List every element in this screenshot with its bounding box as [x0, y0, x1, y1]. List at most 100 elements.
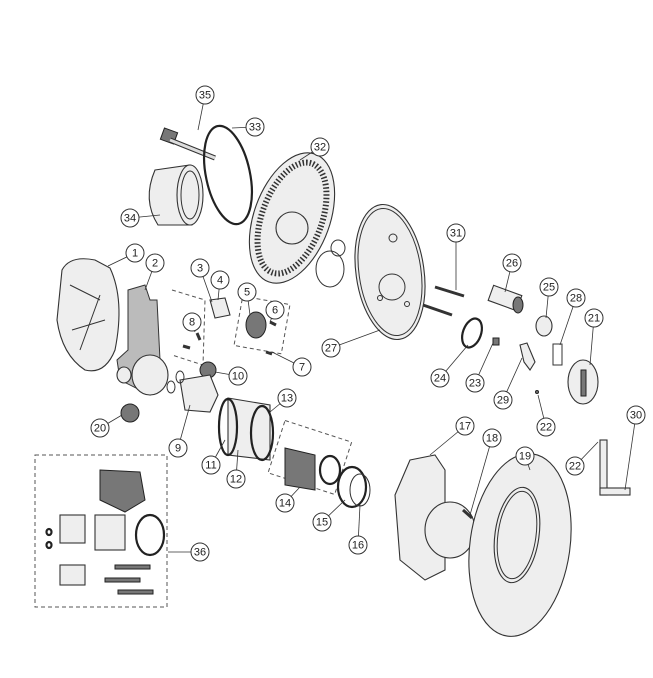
group-outline-5-7: [233, 295, 291, 355]
part-19-escutcheon: [468, 453, 572, 637]
part-28-gasket: [552, 343, 563, 366]
part-14-cartridge: [284, 447, 342, 491]
callout-label: 17: [429, 416, 475, 456]
callout-number: 3: [197, 263, 203, 275]
callout-circle: [195, 85, 215, 105]
callout-number: 26: [506, 258, 518, 270]
callout-label: 22: [565, 441, 599, 476]
callout-label: 31: [446, 223, 466, 290]
callout-circle: [292, 357, 312, 377]
part-20-plug: [120, 403, 140, 423]
callout-circle: [626, 405, 646, 425]
callout-label: 7: [271, 351, 312, 377]
callout-circle: [539, 277, 559, 297]
callout-label: 2: [144, 253, 165, 291]
callout-circle: [245, 117, 265, 137]
callout-number: 23: [469, 378, 481, 390]
callout-label: 19: [515, 446, 535, 471]
part-23-insert: [492, 337, 500, 346]
callout-label: 13: [269, 388, 297, 413]
callout-number: 9: [175, 443, 181, 455]
callout-label: 5: [237, 282, 257, 316]
callout-label: 23: [465, 342, 494, 393]
callout-circle: [201, 455, 221, 475]
callout-circle: [190, 258, 210, 278]
part-32-backplate: [248, 152, 346, 288]
part-27-cover-plate: [354, 203, 426, 341]
callout-label: 12: [226, 449, 246, 489]
callout-number: 25: [543, 282, 555, 294]
callout-number: 13: [281, 393, 293, 405]
callout-circle: [237, 282, 257, 302]
callout-number: 6: [272, 305, 278, 317]
part-22-pin: [535, 390, 539, 394]
callout-number: 33: [249, 122, 261, 134]
part-18-screws: [462, 508, 473, 520]
callout-circle: [321, 338, 341, 358]
part-34-sleeve: [148, 164, 204, 226]
callout-number: 20: [94, 423, 106, 435]
callout-circle: [190, 542, 210, 562]
callout-number: 30: [630, 410, 642, 422]
callout-label: 6: [265, 300, 285, 323]
callout-circle: [210, 270, 230, 290]
callout-number: 22: [569, 461, 581, 473]
callout-number: 4: [217, 275, 223, 287]
callout-label: 8: [182, 312, 202, 333]
callout-label: 36: [168, 542, 210, 562]
callout-number: 32: [314, 142, 326, 154]
callout-number: 5: [244, 287, 250, 299]
callout-circle: [226, 469, 246, 489]
callout-circle: [493, 390, 513, 410]
callout-label: 11: [201, 439, 226, 475]
callout-number: 27: [325, 343, 337, 355]
group-outline-3-4: [171, 289, 206, 366]
callout-circle: [446, 223, 466, 243]
callout-label: 15: [312, 499, 346, 532]
callout-number: 11: [205, 460, 216, 472]
callout-number: 17: [459, 421, 471, 433]
part-36-service-kit: [45, 469, 166, 595]
part-2-valve-body: [116, 284, 169, 396]
part-29-lever: [519, 342, 536, 371]
part-26-adapter: [487, 284, 524, 314]
part-9-manifold: [166, 370, 219, 413]
callout-circle: [348, 535, 368, 555]
callout-number: 34: [124, 213, 136, 225]
callout-number: 18: [486, 433, 498, 445]
callout-number: 22: [540, 422, 552, 434]
callout-label: 1: [107, 243, 145, 267]
group-outline-14: [267, 419, 353, 496]
part-11-13-sleeve-rings: [217, 397, 275, 462]
callout-label: 24: [430, 344, 469, 388]
callout-label: 10: [214, 366, 248, 386]
callout-circle: [275, 493, 295, 513]
callout-number: 1: [132, 248, 138, 260]
callout-circle: [265, 300, 285, 320]
part-31-screws: [422, 285, 465, 317]
callout-label: 32: [299, 137, 330, 161]
part-15-16-nut: [336, 465, 371, 509]
callout-number: 36: [194, 547, 206, 559]
callout-circle: [566, 288, 586, 308]
part-24-nut: [461, 317, 483, 349]
callout-number: 28: [570, 293, 582, 305]
group-outline-36-kit: [34, 454, 168, 608]
callout-circle: [482, 428, 502, 448]
callout-number: 7: [299, 362, 305, 374]
callout-circle: [536, 417, 556, 437]
callout-label: 35: [195, 85, 215, 131]
callout-number: 29: [497, 395, 509, 407]
callout-label: 21: [584, 308, 604, 366]
callout-label: 25: [539, 277, 559, 319]
callout-circle: [310, 137, 330, 157]
callout-circle: [120, 208, 140, 228]
callout-label: 20: [90, 414, 123, 438]
callout-label: 27: [321, 329, 381, 358]
part-35-spindle: [159, 127, 216, 161]
callout-circle: [455, 416, 475, 436]
callout-circle: [565, 456, 585, 476]
callout-label: 16: [348, 504, 368, 555]
callout-label: 28: [559, 288, 586, 346]
